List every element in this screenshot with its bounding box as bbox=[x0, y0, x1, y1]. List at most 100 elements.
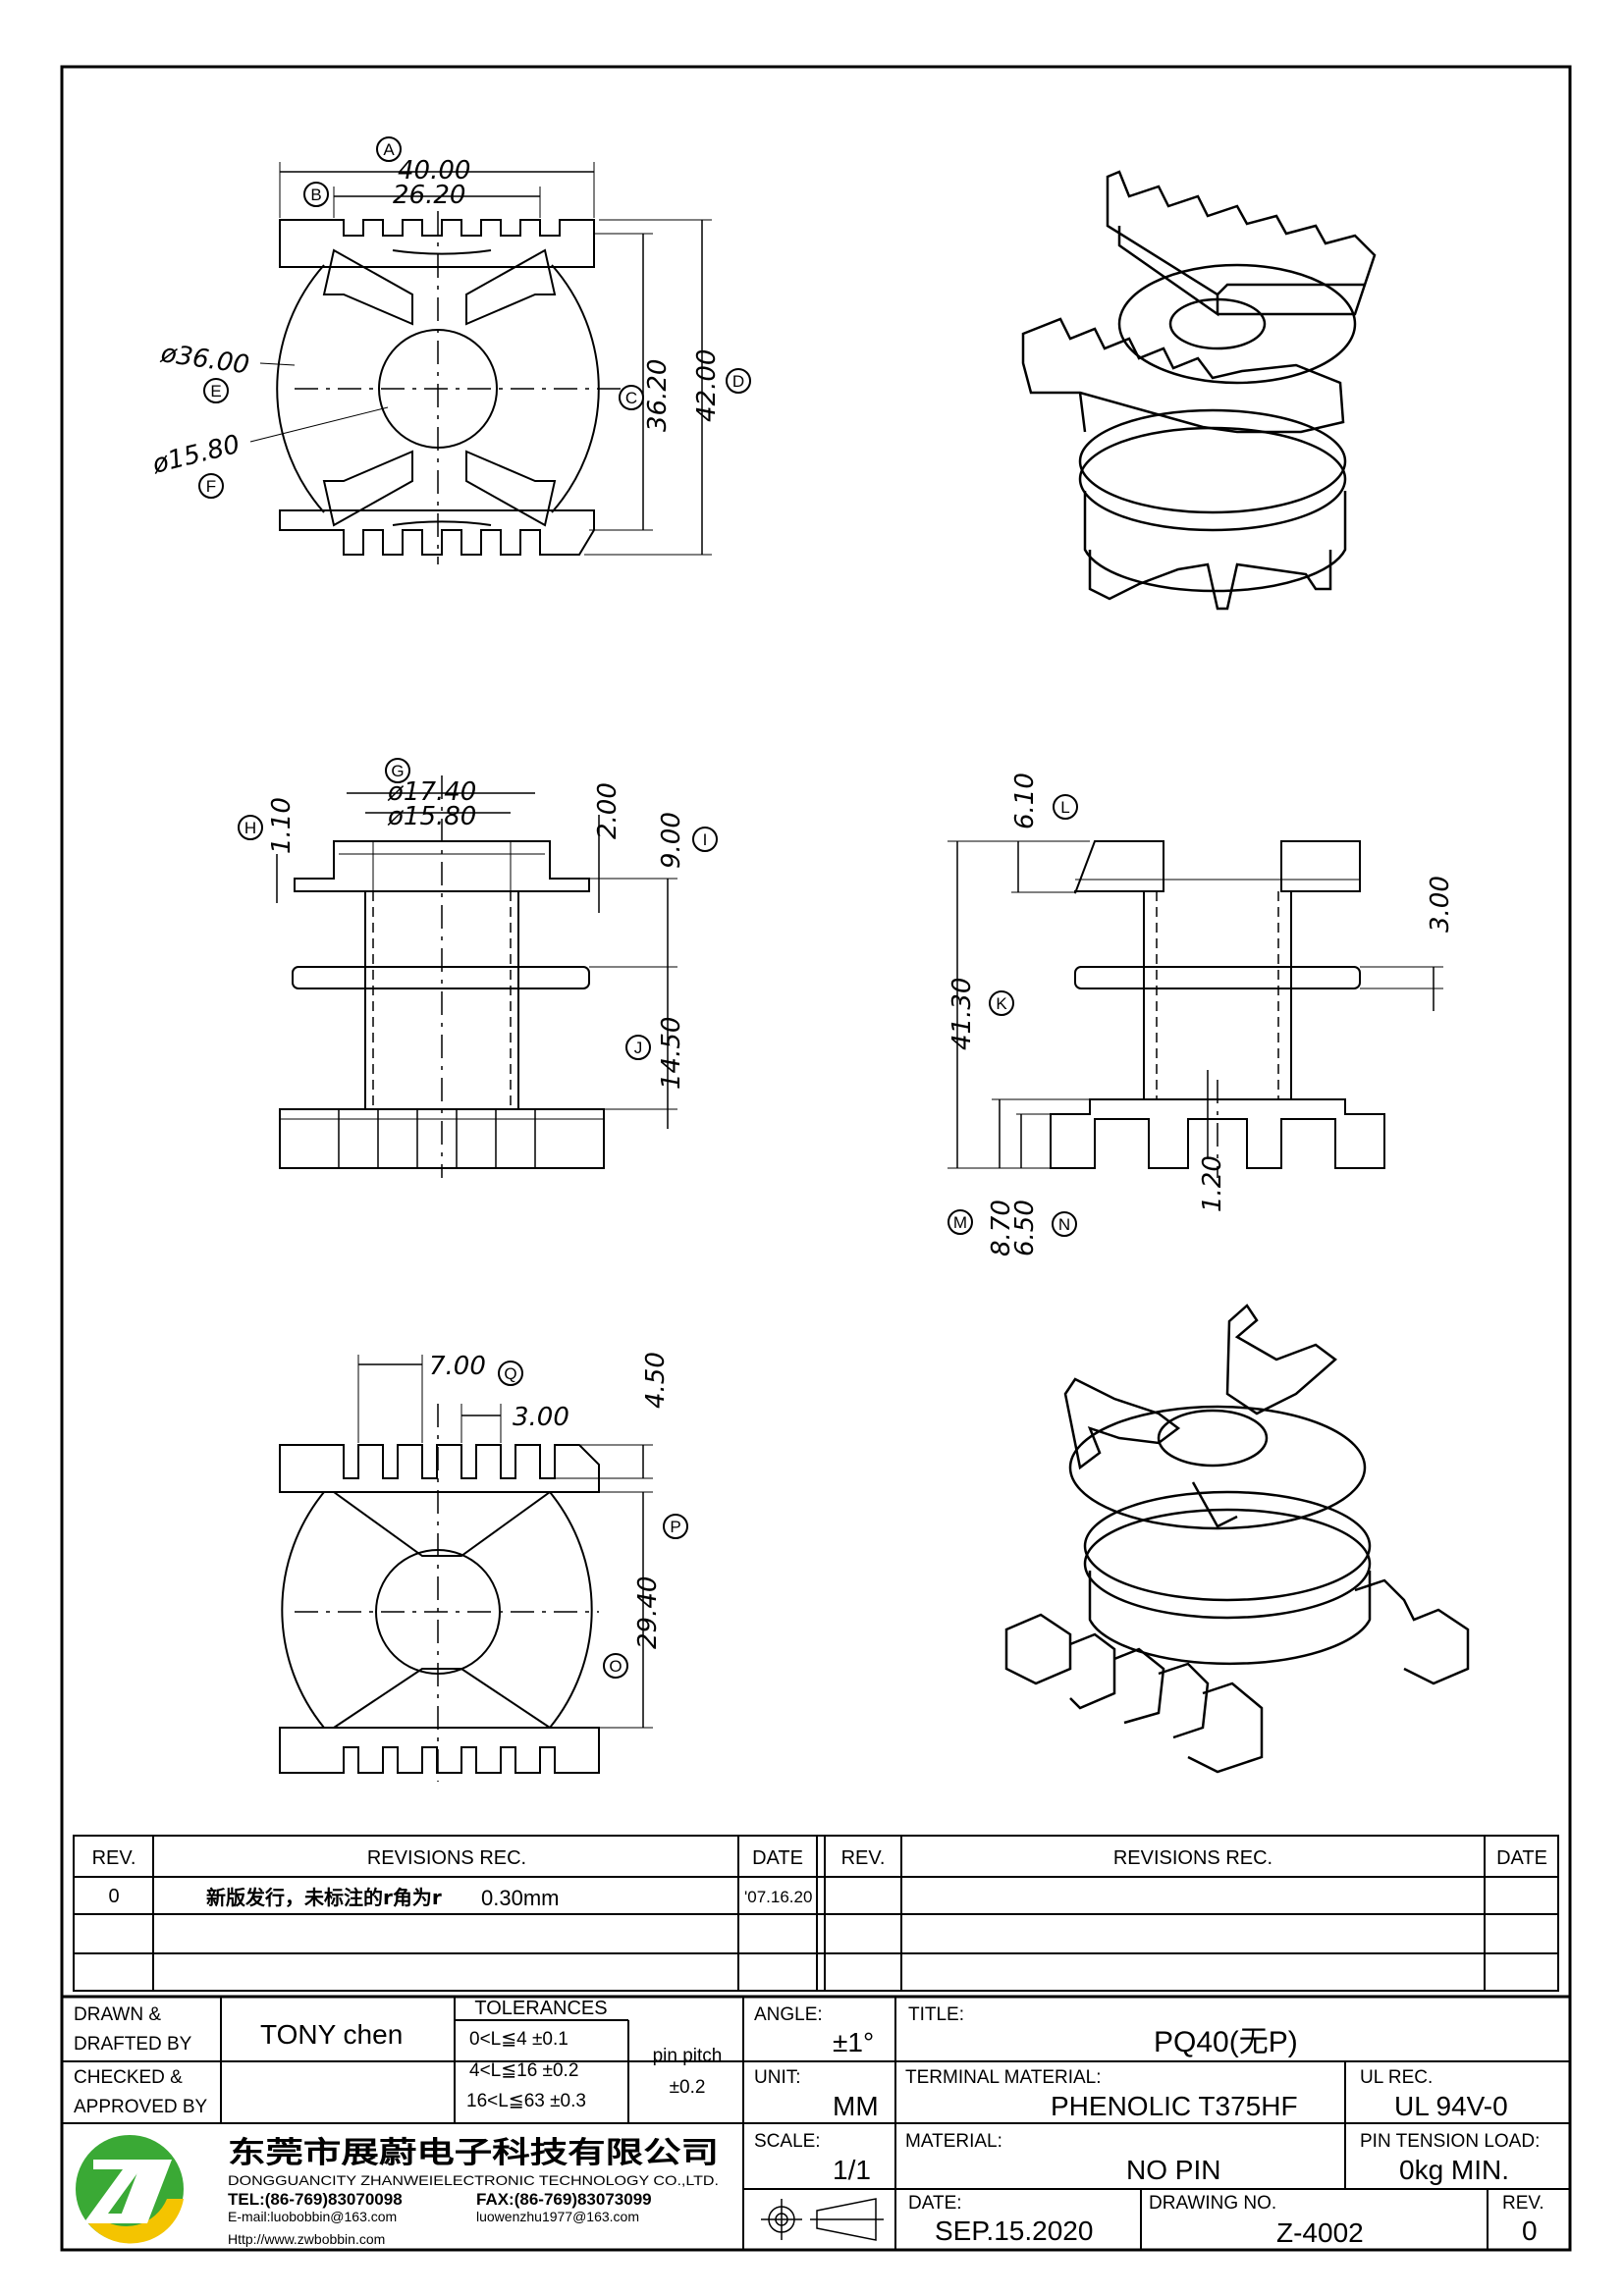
date-header-left: DATE bbox=[752, 1847, 803, 1869]
tolerances-title: TOLERANCES bbox=[474, 1998, 607, 2019]
label-m: M bbox=[953, 1213, 967, 1232]
label-q: Q bbox=[504, 1364, 516, 1383]
front-view bbox=[276, 775, 677, 1178]
title-block bbox=[60, 1995, 1572, 2252]
dim-120-text: 1.20 bbox=[1198, 1155, 1227, 1212]
rec-header-left: REVISIONS REC. bbox=[367, 1847, 526, 1869]
rev-header-left: REV. bbox=[92, 1847, 136, 1869]
dim-b-text: 26.20 bbox=[393, 181, 465, 210]
tol-row-2: 4<L≦16 ±0.2 bbox=[469, 2060, 578, 2081]
label-b: B bbox=[310, 186, 321, 204]
side-view bbox=[947, 840, 1443, 1178]
dim-l-text: 6.10 bbox=[1010, 773, 1040, 829]
dim-g2-text: ø15.80 bbox=[387, 802, 476, 831]
material-label: MATERIAL: bbox=[905, 2131, 1002, 2152]
ul-label: UL REC. bbox=[1360, 2067, 1433, 2088]
projection-symbol-icon bbox=[761, 2198, 884, 2241]
dim-q-text: 7.00 bbox=[429, 1352, 486, 1381]
dim-a-text: 40.00 bbox=[398, 156, 470, 186]
dim-n-text: 6.50 bbox=[1010, 1200, 1040, 1256]
dim-i-text: 9.00 bbox=[657, 812, 686, 869]
dim-450-text: 4.50 bbox=[641, 1352, 671, 1409]
company-email: E-mail:luobobbin@163.com bbox=[228, 2209, 397, 2224]
drawn-label-1: DRAWN & bbox=[74, 2004, 161, 2025]
iso-view-top bbox=[1021, 170, 1377, 611]
dim-f-text: ø15.80 bbox=[148, 430, 243, 480]
pin-pitch-label: pin pitch bbox=[653, 2046, 723, 2066]
angle-value: ±1° bbox=[833, 2027, 874, 2057]
label-a: A bbox=[383, 140, 395, 159]
title-label: TITLE: bbox=[908, 2004, 964, 2025]
dim-e-text: ø36.00 bbox=[158, 339, 251, 380]
rev-value: 0 bbox=[1522, 2216, 1538, 2246]
checked-label-2: APPROVED BY bbox=[74, 2097, 208, 2117]
label-j: J bbox=[634, 1039, 643, 1057]
top-view bbox=[249, 162, 712, 564]
checked-label-1: CHECKED & bbox=[74, 2067, 183, 2088]
scale-label: SCALE: bbox=[754, 2131, 821, 2152]
tol-row-3: 16<L≦63 ±0.3 bbox=[466, 2091, 586, 2111]
company-tel: TEL:(86-769)83070098 bbox=[228, 2190, 403, 2209]
dim-c-text: 36.20 bbox=[643, 359, 673, 432]
angle-label: ANGLE: bbox=[754, 2004, 823, 2025]
rev-row-0-rev: 0 bbox=[108, 1886, 119, 1907]
dim-d-text: 42.00 bbox=[692, 349, 722, 422]
date-header-right: DATE bbox=[1496, 1847, 1547, 1869]
scale-value: 1/1 bbox=[833, 2155, 871, 2185]
drawn-label-2: DRAFTED BY bbox=[74, 2034, 192, 2055]
label-e: E bbox=[210, 382, 221, 400]
rec-header-right: REVISIONS REC. bbox=[1113, 1847, 1272, 1869]
material-value: NO PIN bbox=[1126, 2155, 1220, 2185]
tol-row-1: 0<L≦4 ±0.1 bbox=[469, 2029, 568, 2050]
rev-header-right: REV. bbox=[841, 1847, 886, 1869]
ul-value: UL 94V-0 bbox=[1394, 2091, 1508, 2121]
tension-label: PIN TENSION LOAD: bbox=[1360, 2131, 1540, 2152]
rev-row-0-date: '07.16.20 bbox=[744, 1888, 812, 1906]
dim-o-text: 29.40 bbox=[633, 1576, 663, 1649]
label-n: N bbox=[1058, 1215, 1070, 1234]
bottom-view bbox=[279, 1355, 653, 1782]
label-k: K bbox=[996, 994, 1007, 1013]
tension-value: 0kg MIN. bbox=[1399, 2155, 1509, 2185]
label-d: D bbox=[732, 372, 744, 391]
dim-three-side-text: 3.00 bbox=[1426, 876, 1455, 933]
iso-view-bottom bbox=[1004, 1304, 1470, 1774]
dim-three-bottom-text: 3.00 bbox=[513, 1403, 569, 1432]
title-value: PQ40(无P) bbox=[1154, 2026, 1298, 2058]
dim-k-text: 41.30 bbox=[947, 978, 977, 1050]
rev-row-0-rec-cn: 新版发行，未标注的r角为r bbox=[206, 1886, 442, 1909]
label-c: C bbox=[625, 389, 637, 407]
label-h: H bbox=[244, 819, 256, 837]
label-p: P bbox=[670, 1518, 680, 1536]
company-email-2: luowenzhu1977@163.com bbox=[476, 2209, 639, 2224]
company-name-cn: 东莞市展蔚电子科技有限公司 bbox=[228, 2136, 719, 2170]
dim-two-text: 2.00 bbox=[593, 782, 623, 839]
revisions-table bbox=[73, 1835, 1559, 1992]
rev-row-0-rec-val: 0.30mm bbox=[481, 1886, 559, 1910]
label-g: G bbox=[391, 762, 404, 780]
company-fax: FAX:(86-769)83073099 bbox=[476, 2190, 652, 2209]
label-o: O bbox=[609, 1657, 622, 1676]
date-label: DATE: bbox=[908, 2193, 962, 2214]
company-logo-icon bbox=[76, 2135, 184, 2244]
drawing-no-label: DRAWING NO. bbox=[1149, 2193, 1276, 2214]
dim-m-text: 8.70 bbox=[987, 1200, 1016, 1256]
label-l: L bbox=[1060, 798, 1069, 817]
company-name-en: DONGGUANCITY ZHANWEIELECTRONIC TECHNOLOG… bbox=[228, 2172, 719, 2188]
terminal-label: TERMINAL MATERIAL: bbox=[905, 2067, 1102, 2088]
label-f: F bbox=[206, 477, 216, 496]
unit-label: UNIT: bbox=[754, 2067, 801, 2088]
terminal-value: PHENOLIC T375HF bbox=[1051, 2091, 1298, 2121]
dim-h-text: 1.10 bbox=[267, 797, 297, 854]
drawing-no-value: Z-4002 bbox=[1276, 2217, 1364, 2248]
rev-label: REV. bbox=[1502, 2193, 1544, 2214]
dim-j-text: 14.50 bbox=[657, 1017, 686, 1090]
balloon-labels bbox=[198, 136, 1078, 1679]
date-value: SEP.15.2020 bbox=[935, 2216, 1093, 2246]
drawn-by-value: TONY chen bbox=[260, 2019, 403, 2050]
label-i: I bbox=[703, 830, 708, 849]
pin-pitch-value: ±0.2 bbox=[670, 2077, 706, 2098]
company-web: Http://www.zwbobbin.com bbox=[228, 2231, 385, 2247]
unit-value: MM bbox=[833, 2091, 879, 2121]
